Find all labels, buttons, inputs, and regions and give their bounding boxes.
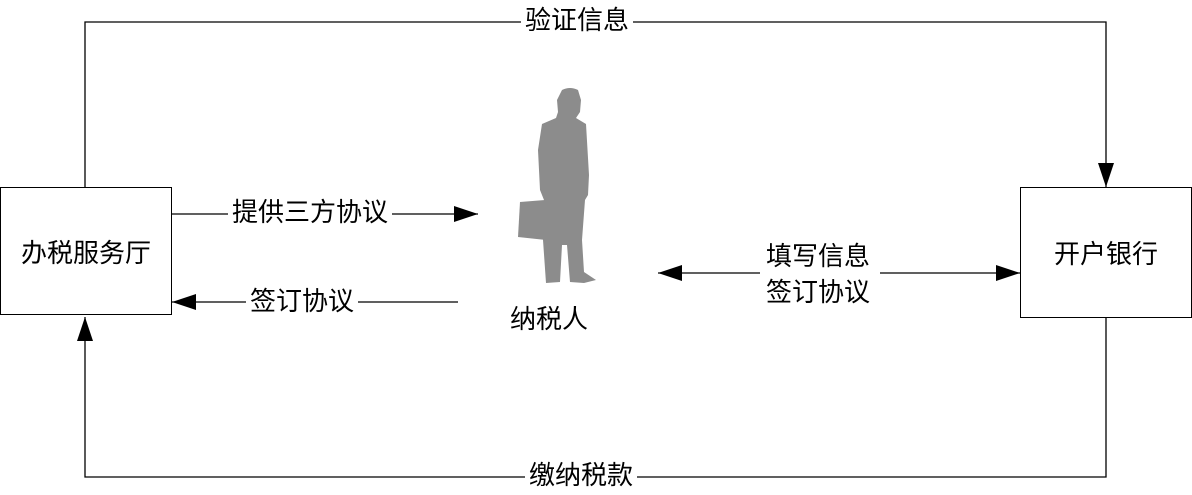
- sign-back-label: 签订协议: [246, 287, 359, 317]
- sign-bank-label: 签订协议: [762, 278, 875, 308]
- tax-hall-label: 办税服务厅: [20, 238, 151, 269]
- bank-node: 开户银行: [1020, 187, 1192, 318]
- pay-label: 缴纳税款: [525, 461, 638, 491]
- bank-label: 开户银行: [1053, 240, 1158, 270]
- fill-label: 填写信息: [762, 242, 875, 272]
- verify-arrow: [84, 21, 1114, 187]
- person-icon: [518, 88, 596, 283]
- tax-hall-node: 办税服务厅: [0, 187, 172, 315]
- taxpayer-label: 纳税人: [506, 305, 593, 335]
- pay-arrow: [77, 317, 1107, 478]
- provide-label: 提供三方协议: [228, 198, 393, 228]
- verify-label: 验证信息: [521, 6, 634, 36]
